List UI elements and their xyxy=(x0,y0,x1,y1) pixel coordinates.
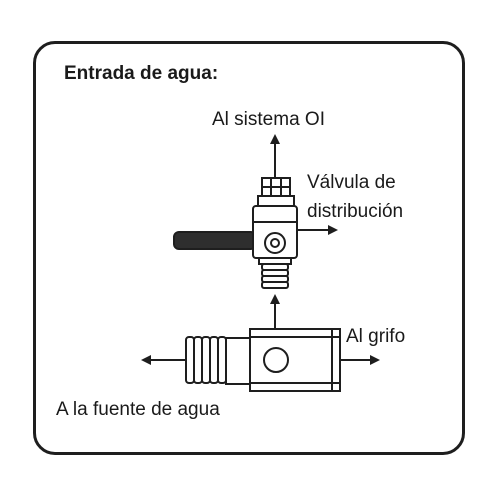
label-to-water-source: A la fuente de agua xyxy=(56,399,220,420)
label-distribution-valve: Válvula de distribución xyxy=(307,168,403,226)
tee-port xyxy=(263,347,289,373)
tee-collar xyxy=(225,337,251,385)
valve-top-collar xyxy=(257,195,295,207)
label-valve-line2: distribución xyxy=(307,201,404,222)
label-to-faucet: Al grifo xyxy=(346,326,406,347)
label-to-ro-system: Al sistema OI xyxy=(212,109,325,130)
label-valve-line1: Válvula de xyxy=(307,172,396,193)
valve-threaded-connector xyxy=(261,263,289,289)
diagram-frame xyxy=(33,41,465,455)
distribution-valve xyxy=(173,177,298,289)
tee-adapter xyxy=(185,328,341,392)
diagram-title: Entrada de agua: xyxy=(64,63,219,84)
valve-handle xyxy=(173,231,257,250)
tee-threaded-inlet xyxy=(185,336,227,384)
